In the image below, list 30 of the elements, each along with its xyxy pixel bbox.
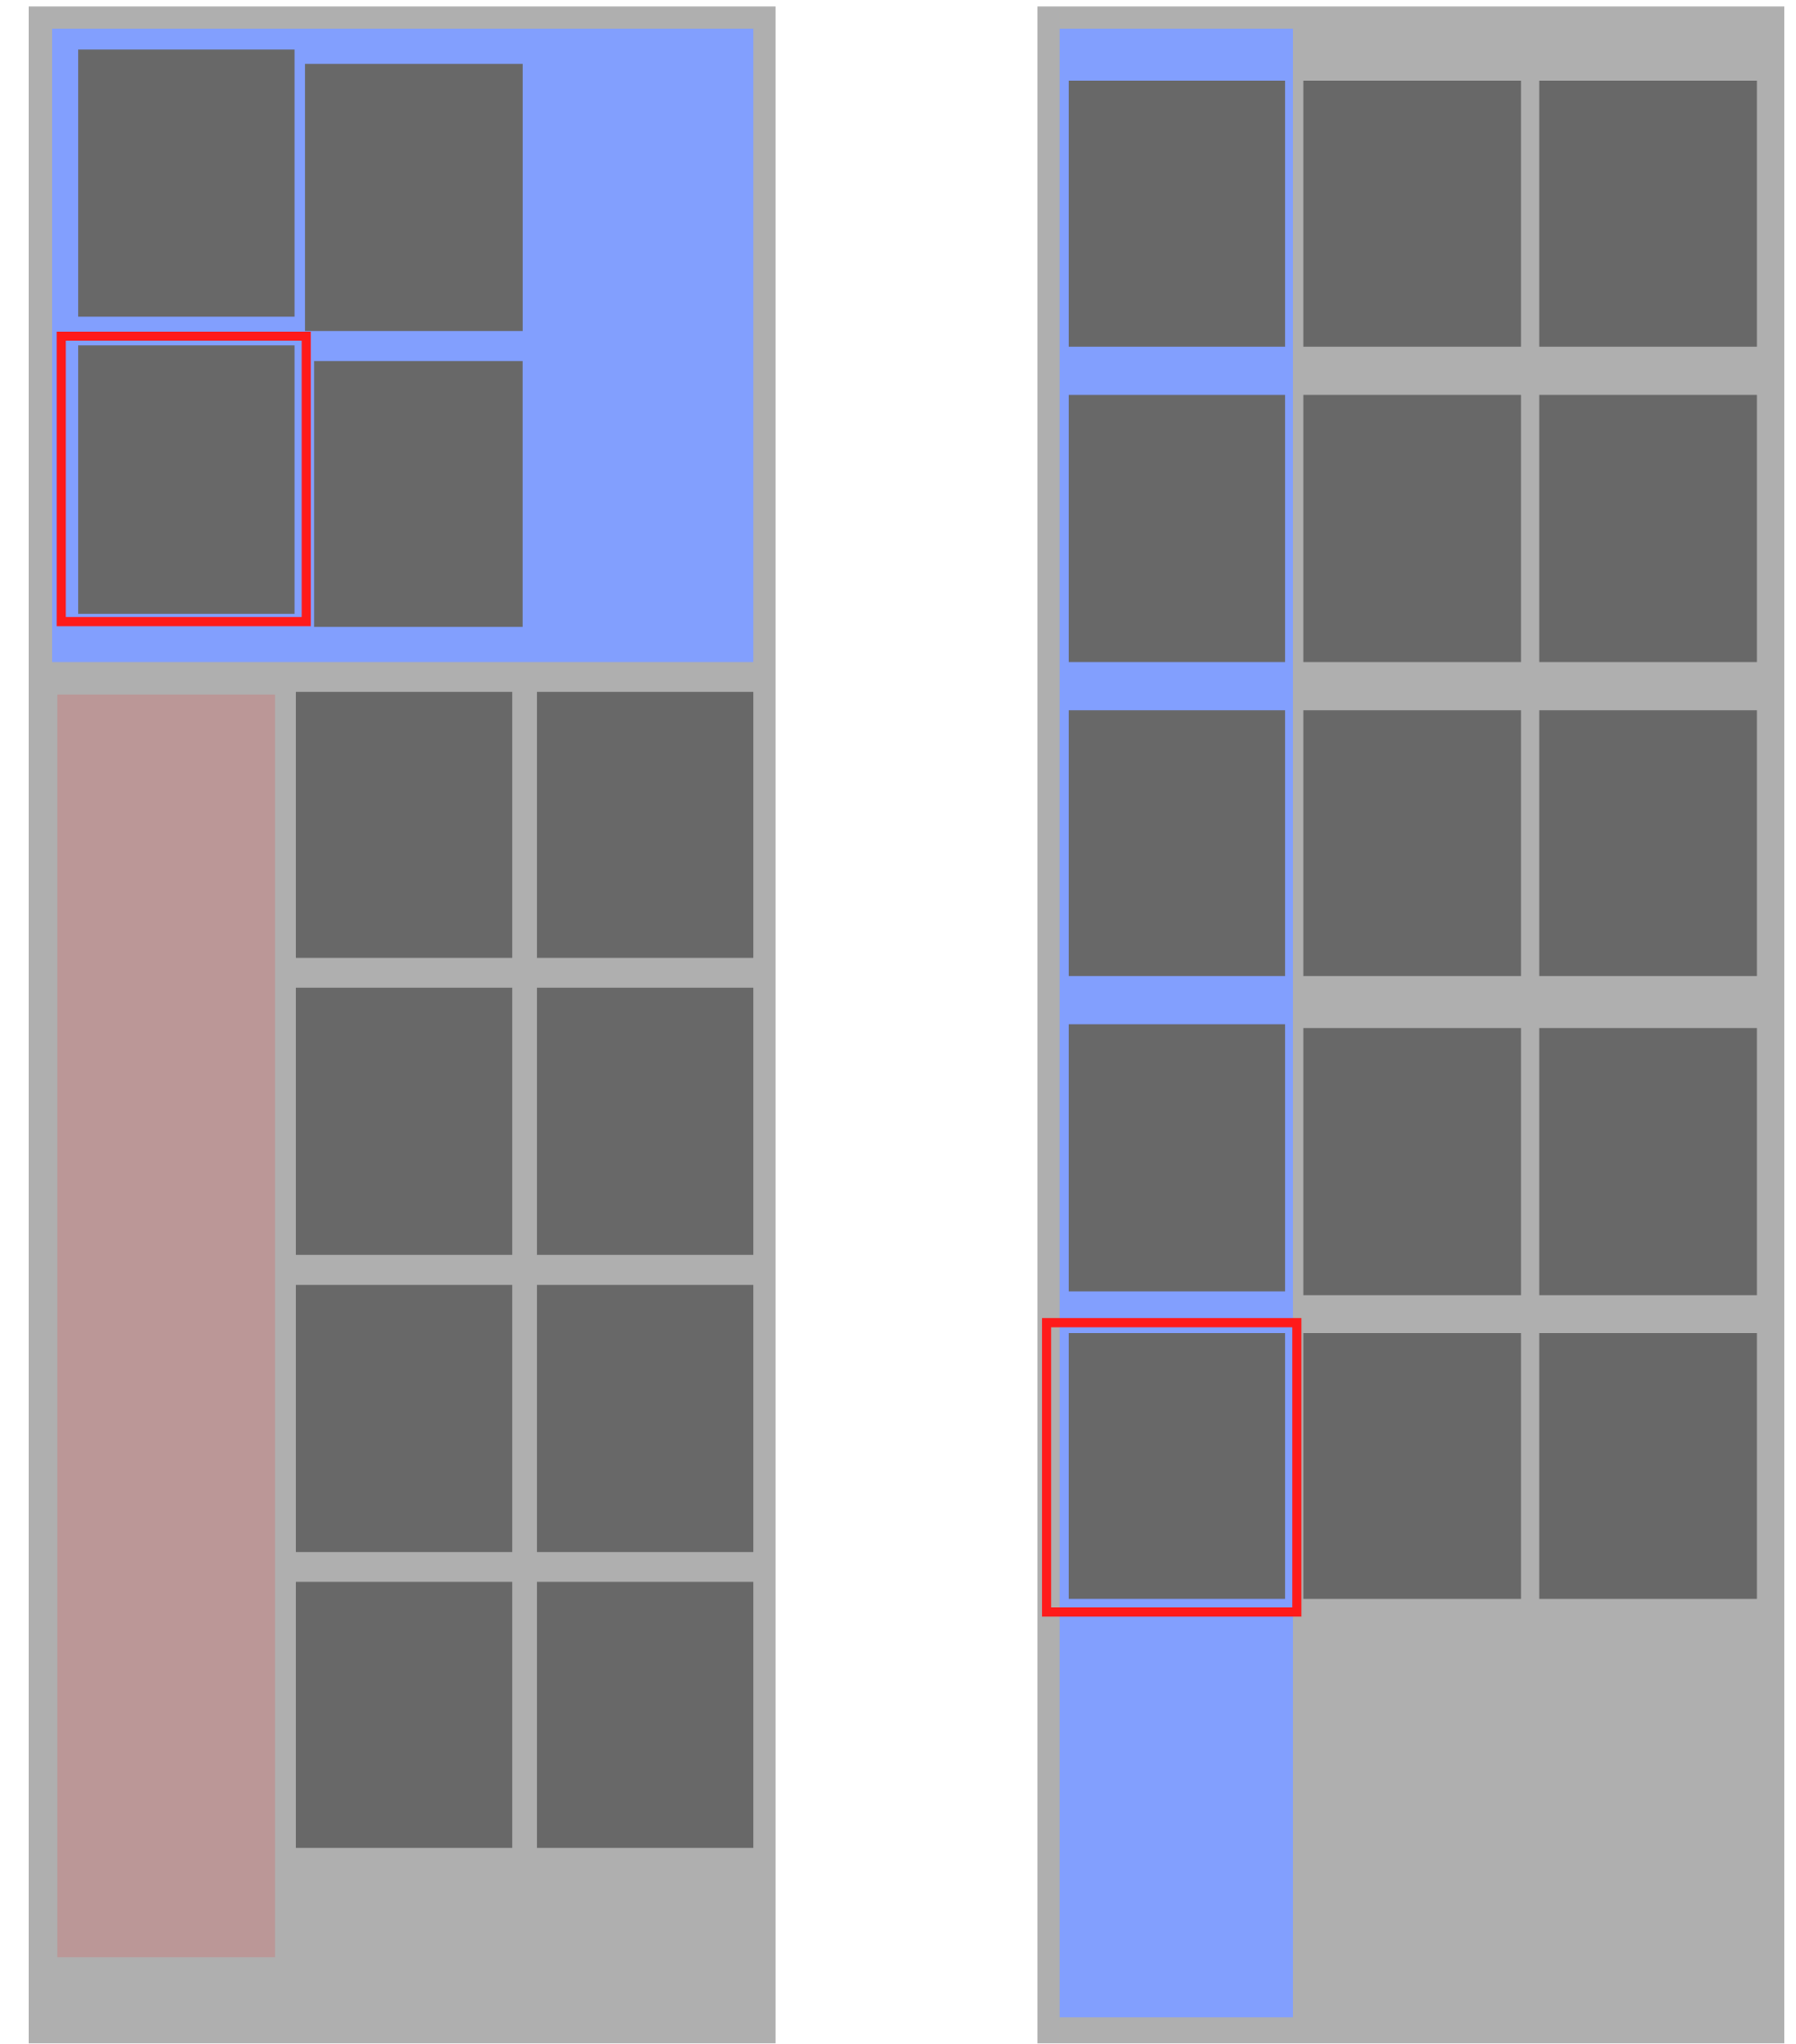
tile [1303,710,1522,976]
tile [314,360,523,628]
tile [305,64,523,332]
tile [295,1581,513,1849]
tile [1068,81,1286,347]
tile [1539,710,1757,976]
tile [1303,1333,1522,1599]
tile [295,691,513,958]
tile [295,1285,513,1553]
tile [1303,81,1522,347]
tile [536,691,754,958]
tile [1539,394,1757,663]
column-background [56,694,275,1958]
highlight-frame [56,331,311,627]
tile [78,49,295,317]
tile [1068,394,1286,663]
tile [536,1581,754,1849]
tile [1303,394,1522,663]
tile [536,1285,754,1553]
tile [1539,1027,1757,1295]
tile [1539,1333,1757,1599]
tile [1303,1027,1522,1295]
tile [1068,1024,1286,1292]
tile [78,345,295,614]
tile [536,987,754,1255]
tile [1068,710,1286,976]
tile [1539,81,1757,347]
tile [1068,1333,1286,1599]
highlight-frame [1042,1318,1302,1617]
tile [295,987,513,1255]
